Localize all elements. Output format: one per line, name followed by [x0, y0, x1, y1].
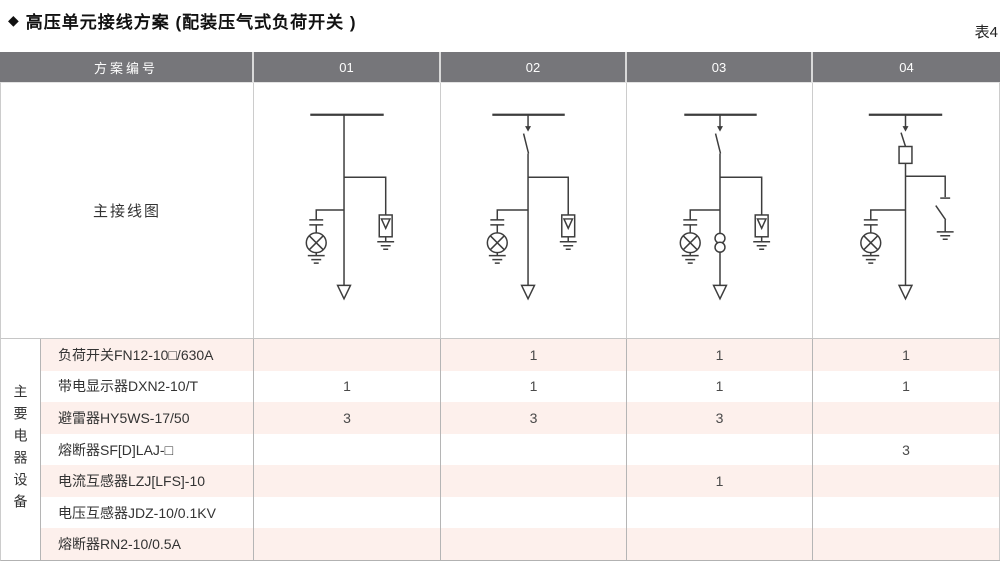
capacitor-symbol: [490, 219, 505, 226]
equipment-row: 避雷器HY5WS-17/50 3 3 3: [41, 402, 1000, 434]
arrester-symbol: [719, 176, 771, 250]
load-switch-symbol: [522, 114, 532, 154]
capacitor-symbol: [309, 219, 324, 226]
header-cell-scheme-02: 02: [441, 52, 627, 82]
equipment-row: 负荷开关FN12-10□/630A 1 1 1: [41, 339, 1000, 371]
equipment-qty-cell: [254, 433, 441, 466]
equipment-qty-cell: 1: [627, 370, 813, 403]
equipment-qty-cell: [441, 496, 627, 529]
diagram-row-label: 主接线图: [1, 83, 254, 338]
diagram-cell-03: [627, 83, 813, 338]
ground-symbol: [307, 254, 325, 264]
wiring-diagram-02: [486, 113, 577, 301]
equipment-rows: 负荷开关FN12-10□/630A 1 1 1 带电显示器DXN2-10/T 1…: [41, 339, 1000, 561]
equipment-qty-cell: 1: [627, 339, 813, 371]
page-header: ◆ 高压单元接线方案 (配装压气式负荷开关 ): [8, 7, 357, 33]
page-title: 高压单元接线方案 (配装压气式负荷开关 ): [25, 12, 357, 32]
equipment-qty-cell: 1: [441, 370, 627, 403]
equipment-name-cell: 电压互感器JDZ-10/0.1KV: [41, 496, 254, 529]
equipment-qty-cell: 3: [813, 433, 1000, 466]
equipment-qty-cell: 3: [254, 402, 441, 434]
equipment-qty-cell: [254, 496, 441, 529]
ground-symbol: [862, 254, 880, 264]
equipment-qty-cell: [254, 339, 441, 371]
equipment-group-cell: 主要电器设备: [1, 339, 41, 560]
ground-symbol: [488, 254, 506, 264]
equipment-qty-cell: [627, 528, 813, 561]
equipment-qty-cell: [813, 465, 1000, 497]
ground-symbol: [753, 241, 771, 250]
live-display-symbol: [860, 209, 906, 264]
equipment-name-cell: 带电显示器DXN2-10/T: [41, 370, 254, 403]
feeder-arrow: [336, 284, 352, 301]
equipment-row: 带电显示器DXN2-10/T 1 1 1 1: [41, 370, 1000, 403]
header-cell-scheme-04: 04: [899, 59, 914, 75]
equipment-qty-cell: 1: [254, 370, 441, 403]
load-switch-symbol: [714, 114, 723, 154]
diagram-cell-04: [813, 83, 999, 338]
equipment-row: 电压互感器JDZ-10/0.1KV: [41, 496, 1000, 529]
earthing-switch-symbol: [905, 175, 954, 241]
equipment-row: 熔断器RN2-10/0.5A: [41, 528, 1000, 561]
equipment-qty-cell: 1: [813, 370, 1000, 403]
equipment-qty-cell: [441, 433, 627, 466]
equipment-name-cell: 负荷开关FN12-10□/630A: [41, 339, 254, 371]
equipment-qty-cell: [627, 496, 813, 529]
diagram-row: 主接线图: [0, 82, 1000, 339]
equipment-qty-cell: 1: [441, 339, 627, 371]
equipment-name-cell: 熔断器RN2-10/0.5A: [41, 528, 254, 561]
diagram-cell-01: [254, 83, 441, 338]
equipment-row: 熔断器SF[D]LAJ-□ 3: [41, 433, 1000, 466]
live-display-symbol: [679, 209, 720, 264]
equipment-qty-cell: [813, 528, 1000, 561]
equipment-section: 主要电器设备 负荷开关FN12-10□/630A 1 1 1 带电显示器DXN2…: [0, 339, 1000, 561]
capacitor-symbol: [683, 219, 698, 226]
equipment-group-label: 主要电器设备: [12, 383, 29, 516]
current-transformer-symbol: [714, 232, 726, 253]
load-switch-symbol: [900, 114, 909, 147]
header-cell-scheme-03: 03: [627, 52, 813, 82]
diamond-bullet-icon: ◆: [8, 11, 19, 28]
equipment-qty-cell: [441, 528, 627, 561]
live-display-symbol: [305, 209, 345, 264]
wiring-diagram-04: [860, 113, 954, 301]
wiring-diagram-01: [305, 113, 395, 301]
equipment-name-cell: 电流互感器LZJ[LFS]-10: [41, 465, 254, 497]
fuse-symbol: [898, 145, 913, 165]
arrester-symbol: [344, 176, 395, 250]
equipment-name-cell: 避雷器HY5WS-17/50: [41, 402, 254, 434]
scheme-header-row: 方案编号 01 02 03 04: [0, 52, 1000, 82]
ground-symbol: [377, 241, 395, 250]
header-cell-scheme-01: 01: [254, 52, 441, 82]
equipment-row: 电流互感器LZJ[LFS]-10 1: [41, 465, 1000, 497]
equipment-qty-cell: [441, 465, 627, 497]
equipment-qty-cell: 3: [441, 402, 627, 434]
equipment-qty-cell: [813, 402, 1000, 434]
table-number-tag: 表4: [974, 24, 998, 41]
capacitor-symbol: [863, 219, 878, 226]
live-display-symbol: [486, 209, 529, 264]
equipment-qty-cell: [627, 433, 813, 466]
equipment-qty-cell: [254, 528, 441, 561]
equipment-qty-cell: [813, 496, 1000, 529]
ground-symbol: [559, 241, 577, 250]
equipment-name-cell: 熔断器SF[D]LAJ-□: [41, 433, 254, 466]
header-cell-scheme-label: 方案编号: [0, 52, 254, 82]
equipment-qty-cell: 1: [627, 465, 813, 497]
feeder-arrow: [520, 284, 536, 301]
arrester-symbol: [528, 176, 577, 250]
equipment-qty-cell: [254, 465, 441, 497]
ground-symbol: [681, 254, 699, 264]
equipment-qty-cell: 1: [813, 339, 1000, 371]
diagram-cell-02: [441, 83, 627, 338]
wiring-diagram-03: [679, 113, 771, 301]
feeder-arrow: [712, 284, 728, 301]
ground-symbol: [936, 231, 954, 241]
feeder-arrow: [897, 284, 914, 301]
equipment-qty-cell: 3: [627, 402, 813, 434]
scheme-table: 方案编号 01 02 03 04 主接线图: [0, 52, 1000, 561]
